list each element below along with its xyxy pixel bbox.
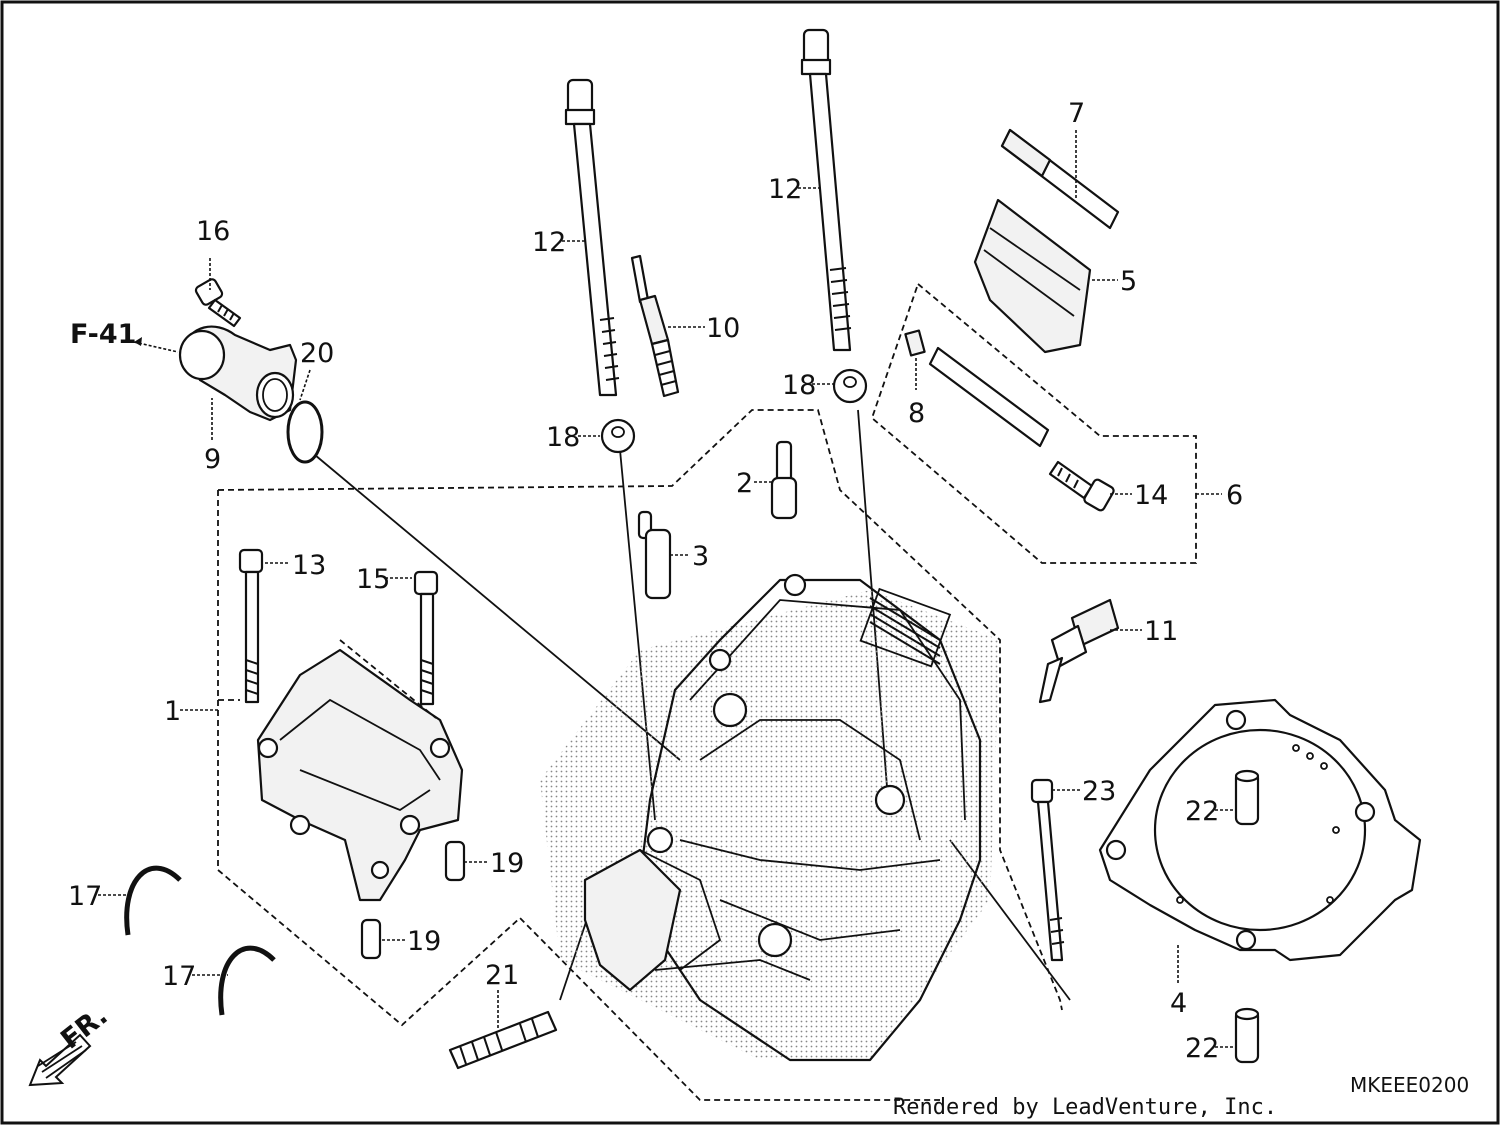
callout-22-lower: 22 xyxy=(1185,1033,1219,1064)
bolt-13 xyxy=(238,548,264,704)
stud-bolt-12-left xyxy=(564,78,620,397)
dowel-pin-2 xyxy=(770,440,798,520)
callout-19-upper: 19 xyxy=(490,848,524,879)
callout-13: 13 xyxy=(292,550,326,581)
assembly-outline-left xyxy=(217,490,940,1101)
dowel-pin-3 xyxy=(637,510,672,600)
bolt-15 xyxy=(413,570,439,706)
callout-12-right: 12 xyxy=(768,174,802,205)
reference-label: F-41 xyxy=(70,319,136,350)
callout-21: 21 xyxy=(485,960,519,991)
washer-18-right xyxy=(832,368,868,404)
callout-5: 5 xyxy=(1120,266,1137,297)
front-label: FR. xyxy=(55,1000,113,1055)
callout-15: 15 xyxy=(356,564,390,595)
head-gasket-4 xyxy=(1098,698,1422,962)
dowel-pin-19-lower xyxy=(360,918,382,960)
assembly-outline-head xyxy=(217,409,1063,1011)
front-direction-arrow xyxy=(28,1033,92,1087)
bolt-23 xyxy=(1030,778,1065,962)
clip-17-lower xyxy=(218,945,276,1016)
tensioner-body-5 xyxy=(973,198,1092,354)
callout-10: 10 xyxy=(706,313,740,344)
bolt-16 xyxy=(194,278,242,328)
callout-12-left: 12 xyxy=(532,227,566,258)
dowel-pin-22-upper xyxy=(1234,769,1260,826)
stopper-8 xyxy=(904,329,926,357)
callout-7: 7 xyxy=(1068,98,1085,129)
callout-4: 4 xyxy=(1170,988,1187,1019)
pushrod-kit xyxy=(928,346,1050,448)
dowel-pin-22-lower xyxy=(1234,1007,1260,1064)
callout-18-left: 18 xyxy=(546,422,580,453)
dowel-pin-19-upper xyxy=(444,840,466,882)
callout-18-right: 18 xyxy=(782,370,816,401)
callout-3: 3 xyxy=(692,541,709,572)
stud-bolt-12-right xyxy=(800,28,852,352)
assembly-outline-kit xyxy=(870,282,1197,564)
stud-bolt-21 xyxy=(448,1010,558,1070)
temperature-sensor-11 xyxy=(1038,598,1120,704)
callout-16: 16 xyxy=(196,216,230,247)
cylinder-head xyxy=(540,573,1000,1062)
callout-17-lower: 17 xyxy=(162,961,196,992)
bolt-14 xyxy=(1048,460,1115,512)
callout-19-lower: 19 xyxy=(407,926,441,957)
spark-plug-10 xyxy=(630,254,680,398)
callout-8: 8 xyxy=(908,398,925,429)
callout-23: 23 xyxy=(1082,776,1116,807)
spring-rod-7 xyxy=(1000,128,1120,230)
callout-14: 14 xyxy=(1134,480,1168,511)
o-ring-20 xyxy=(286,400,324,464)
rocker-arm-holder xyxy=(256,639,464,902)
callout-1: 1 xyxy=(164,696,181,727)
callout-6: 6 xyxy=(1226,480,1243,511)
clip-17-upper xyxy=(124,865,182,936)
render-credit: Rendered by LeadVenture, Inc. xyxy=(893,1095,1277,1120)
water-joint xyxy=(178,325,298,422)
washer-18-left xyxy=(600,418,636,454)
reference-arrow xyxy=(133,341,179,353)
callout-2: 2 xyxy=(736,468,753,499)
callout-20: 20 xyxy=(300,338,334,369)
callout-11: 11 xyxy=(1144,616,1178,647)
callout-22-upper: 22 xyxy=(1185,796,1219,827)
callout-9: 9 xyxy=(204,444,221,475)
callout-17-upper: 17 xyxy=(68,881,102,912)
drawing-code: MKEEE0200 xyxy=(1350,1073,1469,1097)
